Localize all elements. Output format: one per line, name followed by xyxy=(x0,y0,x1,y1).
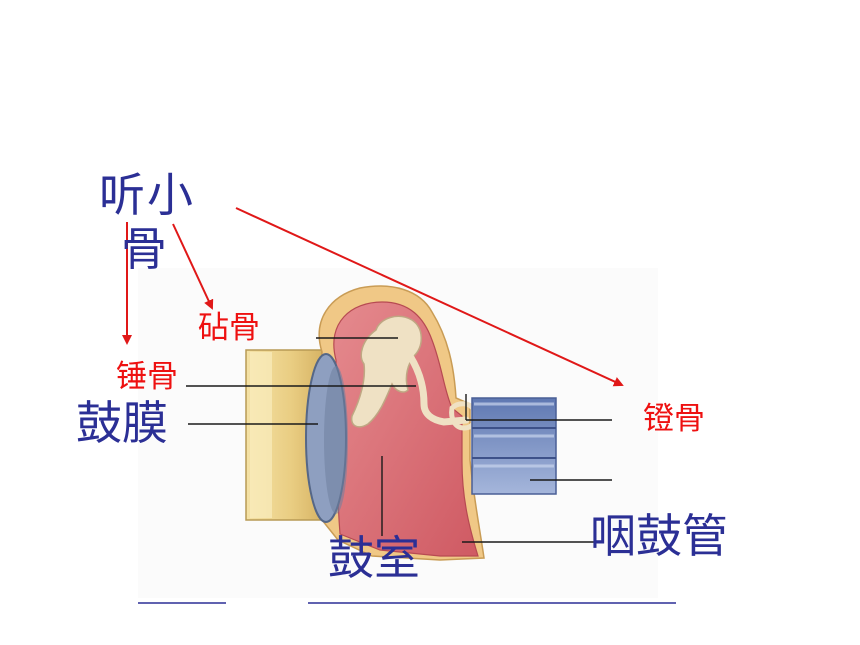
ear-canal-highlight xyxy=(250,352,272,518)
leader-lines xyxy=(186,337,612,543)
incus-label: 砧骨 xyxy=(198,310,260,346)
ossicle-malleus-incus xyxy=(350,315,422,428)
ossicles-label-line2: 骨 xyxy=(121,222,167,276)
malleus-label: 锤骨 xyxy=(116,359,178,395)
tympanic-membrane-shadow xyxy=(324,366,348,514)
arrow-to-stapes xyxy=(235,207,624,387)
stapes-label: 镫骨 xyxy=(643,401,705,437)
arrow-to-incus xyxy=(172,223,214,310)
ossicles-label-line1: 听小 xyxy=(99,168,195,222)
eustachian-tube-label: 咽鼓管 xyxy=(590,509,728,563)
tympanic-cavity-label: 鼓室 xyxy=(328,531,420,585)
inner-tube xyxy=(471,397,557,495)
ossicle-incus-process xyxy=(406,352,470,426)
eardrum-label: 鼓膜 xyxy=(76,396,168,450)
